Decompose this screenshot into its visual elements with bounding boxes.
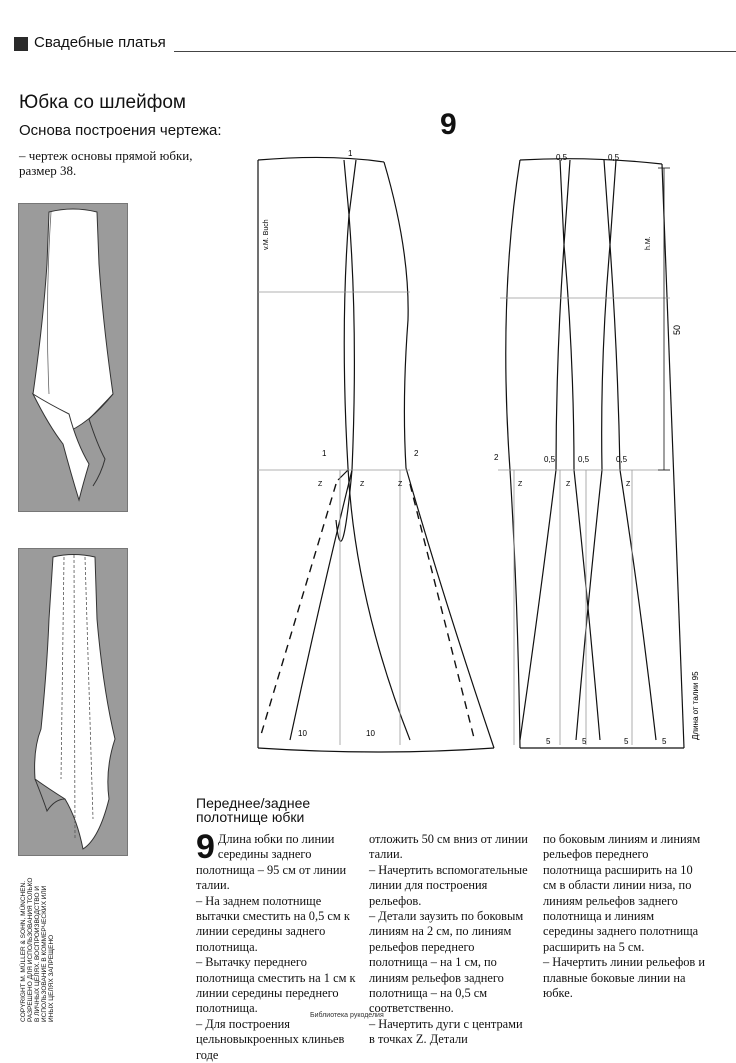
back-side-line (383, 161, 495, 749)
front-dart-label-1: 0,5 (556, 153, 568, 162)
drop-cap: 9 (196, 828, 215, 866)
front-hem-label-1: 5 (546, 737, 551, 746)
figure-number: 9 (440, 108, 457, 141)
length-note: Длина от талии 95 (691, 671, 700, 740)
front-seam-label-c: 0,5 (616, 455, 628, 464)
z-point-label: Z (360, 481, 365, 488)
header-rule (174, 51, 736, 52)
paragraph: – Вытачку переднего полотнища сместить н… (196, 955, 356, 1016)
back-dart-label: 1 (348, 149, 353, 158)
front-hem-label-2: 5 (582, 737, 587, 746)
paragraph: отложить 50 см вниз от линии талии. (369, 832, 528, 862)
footer-watermark: Библиотека рукоделия (310, 1012, 384, 1019)
paragraph: – Начертить линии рельефов и плавные бок… (543, 955, 706, 1001)
front-hem-label-4: 5 (662, 737, 667, 746)
measure-50-label: 50 (672, 325, 682, 335)
pattern-drawing: v.M. Buch h.M. 50 Длина от талии 95 1 0,… (257, 149, 700, 753)
section-marker-icon (14, 37, 28, 51)
section-title: Свадебные платья (34, 34, 166, 51)
paragraph: – Начертить вспомогательные линии для по… (369, 862, 528, 908)
front-seam-label-b: 0,5 (578, 455, 590, 464)
back-hem-label-2: 10 (366, 729, 375, 738)
instructions-heading: Переднее/заднее полотнище юбки (196, 795, 311, 825)
page-subtitle: Основа построения чертежа: (19, 122, 222, 139)
skirt-front-illustration (34, 554, 116, 850)
back-side-label-2: 2 (414, 449, 419, 458)
z-point-label: Z (518, 481, 523, 488)
skirt-back-illustration (31, 208, 114, 502)
back-seam-label-1: 1 (322, 449, 327, 458)
paragraph: Длина юбки по линии середины заднего пол… (196, 832, 347, 893)
section-header: Свадебные платья (14, 34, 736, 54)
front-hem-label-3: 5 (624, 737, 629, 746)
z-point-label: Z (398, 481, 403, 488)
skirt-sketch-back (18, 203, 128, 512)
paragraph: – Начертить дуги с центрами в точках Z. … (369, 1016, 523, 1047)
back-hem-line (257, 747, 495, 753)
front-side-label-2: 2 (494, 453, 499, 462)
front-center-line (661, 163, 685, 749)
copyright-notice: COPYRIGHT M. MÜLLER & SOHN, MÜNCHEN. РАЗ… (20, 877, 55, 1022)
front-seam-label-a: 0,5 (544, 455, 556, 464)
back-hem-label-1: 10 (298, 729, 307, 738)
paragraph: – Детали заузить по боковым линиям на 2 … (369, 909, 524, 1016)
front-dart-label-2: 0,5 (608, 153, 620, 162)
paragraph: – На заднем полотнище вытачки сместить н… (196, 893, 350, 954)
front-side-line (505, 159, 521, 749)
skirt-sketch-front (18, 548, 128, 856)
instructions-column-2: отложить 50 см вниз от линии талии. – На… (369, 832, 531, 1048)
back-panel-label: v.M. Buch (263, 219, 270, 250)
z-point-label: Z (318, 481, 323, 488)
paragraph: по боковым линиям и линиям рельефов пере… (543, 832, 701, 954)
front-waist-line (519, 158, 663, 165)
z-point-label: Z (626, 481, 631, 488)
back-waist-line (257, 156, 385, 163)
instructions-column-3: по боковым линиям и линиям рельефов пере… (543, 832, 705, 1001)
instructions-column-1: 9 Длина юбки по линии середины заднего п… (196, 828, 356, 1063)
page-title: Юбка со шлейфом (19, 92, 186, 113)
z-point-label: Z (566, 481, 571, 488)
basis-text: – чертеж основы прямой юбки, размер 38. (19, 148, 193, 178)
front-panel-label: h.M. (645, 236, 652, 250)
